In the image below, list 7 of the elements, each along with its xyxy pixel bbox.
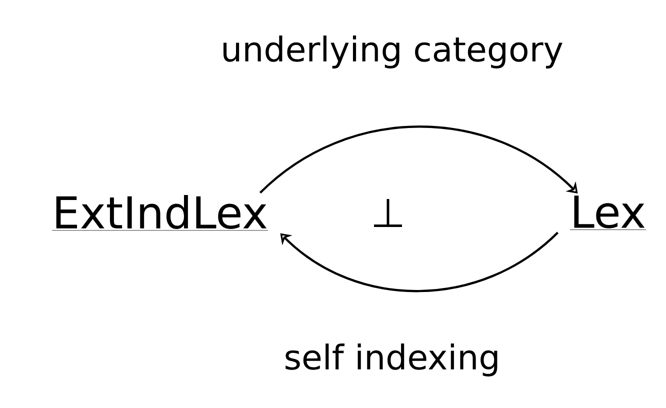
category-label: ExtIndLex — [52, 194, 268, 231]
category-label: Lex — [570, 196, 646, 230]
edge-label: self indexing — [286, 344, 498, 376]
arrow — [280, 232, 558, 292]
arrow — [259, 126, 578, 194]
adjunction-symbol: ⊥ — [374, 199, 402, 227]
edge-label: underlying category — [224, 36, 562, 68]
